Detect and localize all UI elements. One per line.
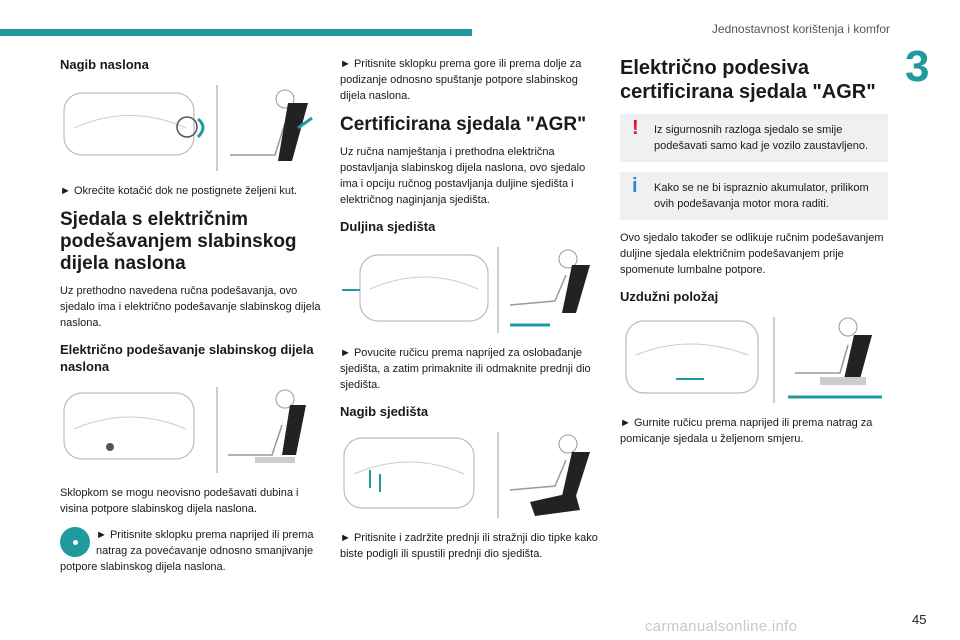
paragraph-seat-features: Ovo sjedalo također se odlikuje ručnim p…: [620, 232, 884, 276]
paragraph-switch-front-back: ► Pritisnite sklopku prema naprijed ili …: [60, 527, 325, 575]
paragraph-lumbar-intro: Uz prethodno navedena ručna podešavanja,…: [60, 285, 321, 329]
illustration-backrest-angle: [60, 83, 325, 173]
info-box: i Kako se ne bi ispraznio akumulator, pr…: [620, 172, 888, 220]
heading-seat-tilt: Nagib sjedišta: [340, 404, 429, 419]
paragraph-agr-intro: Uz ručna namještanja i prethodna elektri…: [340, 146, 586, 206]
switch-front-back-text: ► Pritisnite sklopku prema naprijed ili …: [60, 529, 314, 573]
heading-electric-agr-seats: Električno podesiva certificirana sjedal…: [620, 57, 876, 103]
column-left: Nagib naslona ► Okrećite kotačić dok ne …: [60, 56, 325, 585]
header-accent-bar: [0, 29, 472, 36]
illustration-longitudinal: [620, 315, 888, 405]
column-right: Električno podesiva certificirana sjedal…: [620, 56, 888, 457]
paragraph-press-hold: ► Pritisnite i zadržite prednji ili stra…: [340, 532, 598, 560]
paragraph-switch-up-down: ► Pritisnite sklopku prema gore ili prem…: [340, 58, 582, 102]
illustration-seat-tilt: [340, 430, 600, 520]
chapter-title: Jednostavnost korištenja i komfor: [711, 22, 890, 36]
lumbar-switch-icon: [60, 527, 90, 557]
paragraph-pull-lever: ► Povucite ručicu prema naprijed za oslo…: [340, 347, 591, 391]
illustration-lumbar-switch: [60, 385, 325, 475]
heading-longitudinal-position: Uzdužni položaj: [620, 289, 719, 304]
paragraph-switch-depth-height: Sklopkom se mogu neovisno podešavati dub…: [60, 487, 299, 515]
paragraph-push-lever: ► Gurnite ručicu prema naprijed ili prem…: [620, 417, 873, 445]
warning-box: ! Iz sigurnosnih razloga sjedalo se smij…: [620, 114, 888, 162]
heading-electric-lumbar-adjust: Električno podešavanje slabinskog dijela…: [60, 342, 314, 374]
illustration-seat-length: [340, 245, 600, 335]
heading-electric-lumbar-seats: Sjedala s električnim podešavanjem slabi…: [60, 209, 297, 274]
warning-text: Iz sigurnosnih razloga sjedalo se smije …: [654, 124, 869, 152]
chapter-number: 3: [905, 42, 930, 91]
page-number: 45: [912, 612, 927, 627]
heading-backrest-angle: Nagib naslona: [60, 57, 149, 72]
info-text: Kako se ne bi ispraznio akumulator, pril…: [654, 182, 869, 210]
heading-seat-length: Duljina sjedišta: [340, 219, 436, 234]
warning-icon: !: [632, 117, 639, 139]
info-icon: i: [632, 175, 638, 197]
paragraph-turn-wheel: ► Okrećite kotačić dok ne postignete žel…: [60, 185, 298, 197]
column-middle: ► Pritisnite sklopku prema gore ili prem…: [340, 56, 600, 572]
watermark: carmanualsonline.info: [645, 618, 798, 635]
heading-agr-seats: Certificirana sjedala "AGR": [340, 114, 587, 135]
